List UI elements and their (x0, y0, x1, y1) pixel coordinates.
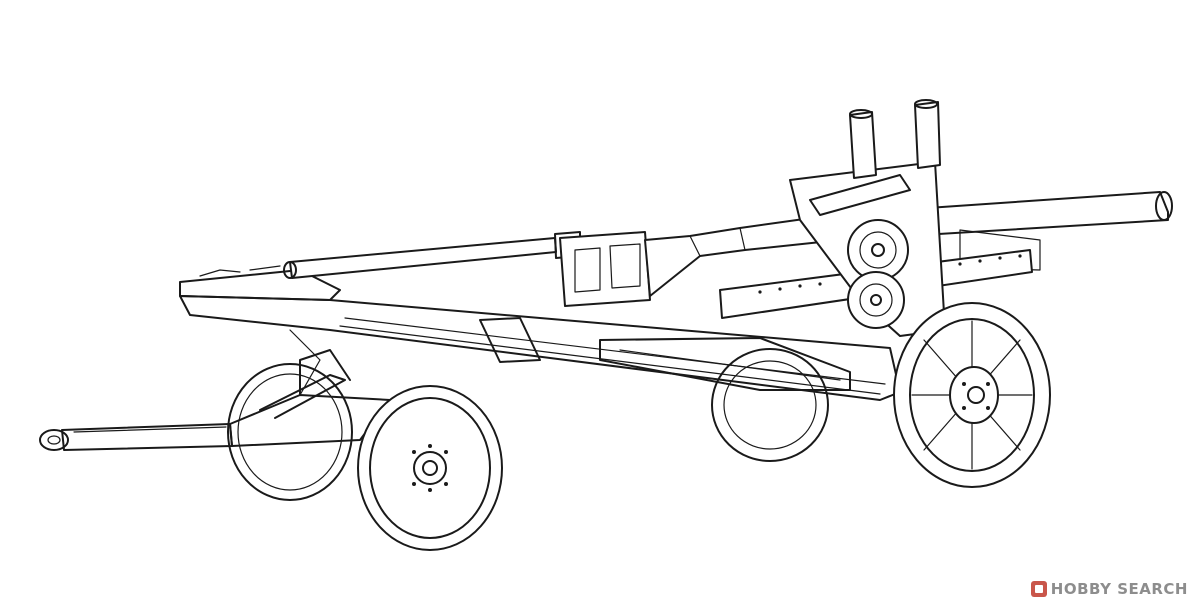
tow-bar (39, 423, 233, 451)
recuperator-tube (283, 231, 581, 279)
gun-near-wheel (893, 302, 1051, 488)
hobby-search-logo-icon (1030, 581, 1047, 597)
gun-far-wheel (711, 348, 829, 462)
elevation-handwheels (847, 219, 909, 329)
watermark-text: HOBBY SEARCH (1050, 580, 1188, 598)
hobby-search-watermark: HOBBY SEARCH (1030, 580, 1188, 598)
limber-front-wheel (357, 385, 503, 551)
breech-block (559, 231, 651, 307)
limber-rear-wheel (227, 363, 353, 501)
